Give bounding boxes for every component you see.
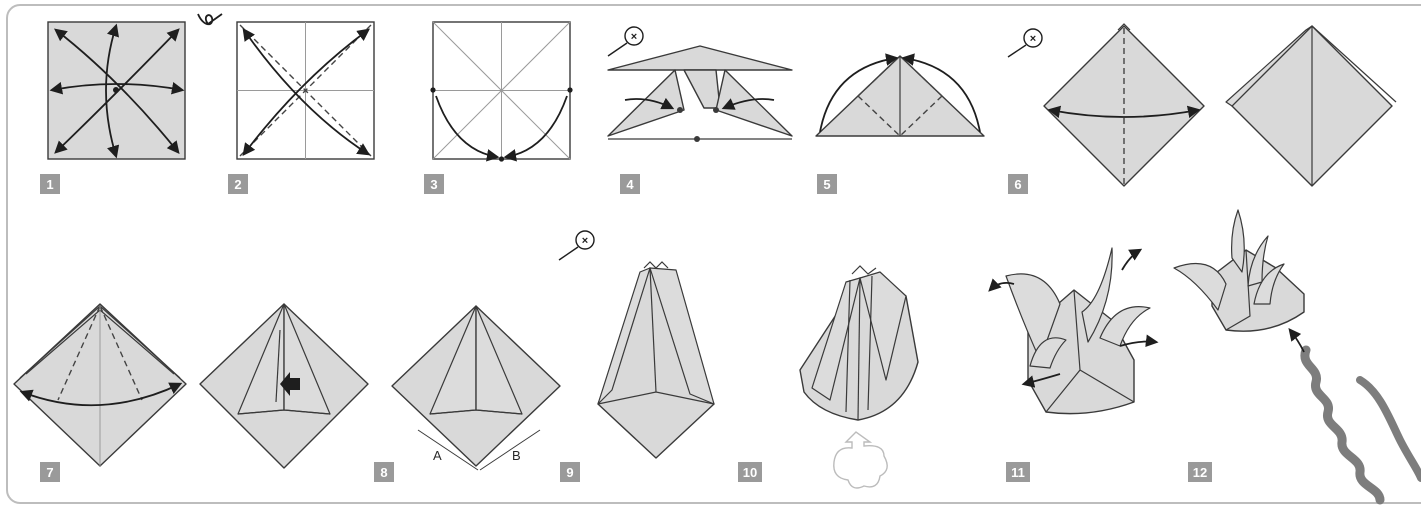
step-8-label-a: A — [433, 448, 442, 463]
step-8-label-b: B — [512, 448, 521, 463]
step-badge-10: 10 — [738, 462, 762, 482]
step-10-figure — [800, 266, 918, 488]
step-8-figure: A B — [392, 306, 560, 470]
svg-text:3: 3 — [430, 177, 437, 192]
step-badge-9: 9 — [560, 462, 580, 482]
step-badge-11: 11 — [1006, 462, 1030, 482]
step-2-figure — [237, 22, 374, 159]
svg-text:10: 10 — [743, 465, 757, 480]
svg-text:12: 12 — [1193, 465, 1207, 480]
step-badge-3: 3 — [424, 174, 444, 194]
svg-text:×: × — [582, 235, 588, 247]
stem-spiral-icon — [1290, 330, 1421, 500]
svg-text:6: 6 — [1014, 177, 1021, 192]
svg-text:8: 8 — [380, 465, 387, 480]
svg-text:7: 7 — [46, 465, 53, 480]
step-badge-5: 5 — [817, 174, 837, 194]
svg-text:4: 4 — [626, 177, 634, 192]
repeat-behind-icon: × — [608, 27, 643, 56]
step-badge-8: 8 — [374, 462, 394, 482]
step-badge-12: 12 — [1188, 462, 1212, 482]
view-from-bottom-icon — [834, 432, 887, 488]
svg-text:9: 9 — [566, 465, 573, 480]
turn-over-icon — [198, 14, 222, 24]
step-badge-2: 2 — [228, 174, 248, 194]
svg-text:5: 5 — [823, 177, 830, 192]
svg-text:×: × — [631, 31, 637, 43]
svg-text:×: × — [1030, 33, 1036, 45]
step-12-figure — [1174, 210, 1421, 500]
step-badge-4: 4 — [620, 174, 640, 194]
step-4-figure: × — [608, 27, 792, 142]
step-5-figure — [816, 56, 984, 136]
step-7b-figure — [200, 304, 368, 468]
step-6-figure: × — [1008, 24, 1396, 186]
step-badge-7: 7 — [40, 462, 60, 482]
step-7-figure — [14, 304, 186, 466]
step-badge-6: 6 — [1008, 174, 1028, 194]
repeat-behind-icon: × — [559, 231, 594, 260]
step-11-figure — [990, 248, 1156, 414]
svg-text:2: 2 — [234, 177, 241, 192]
step-badge-1: 1 — [40, 174, 60, 194]
step-3-figure — [430, 22, 572, 162]
svg-text:1: 1 — [46, 177, 53, 192]
step-9-figure: × — [559, 231, 714, 458]
repeat-behind-icon: × — [1008, 29, 1042, 57]
svg-text:11: 11 — [1011, 465, 1025, 480]
step-1-figure — [48, 22, 185, 159]
